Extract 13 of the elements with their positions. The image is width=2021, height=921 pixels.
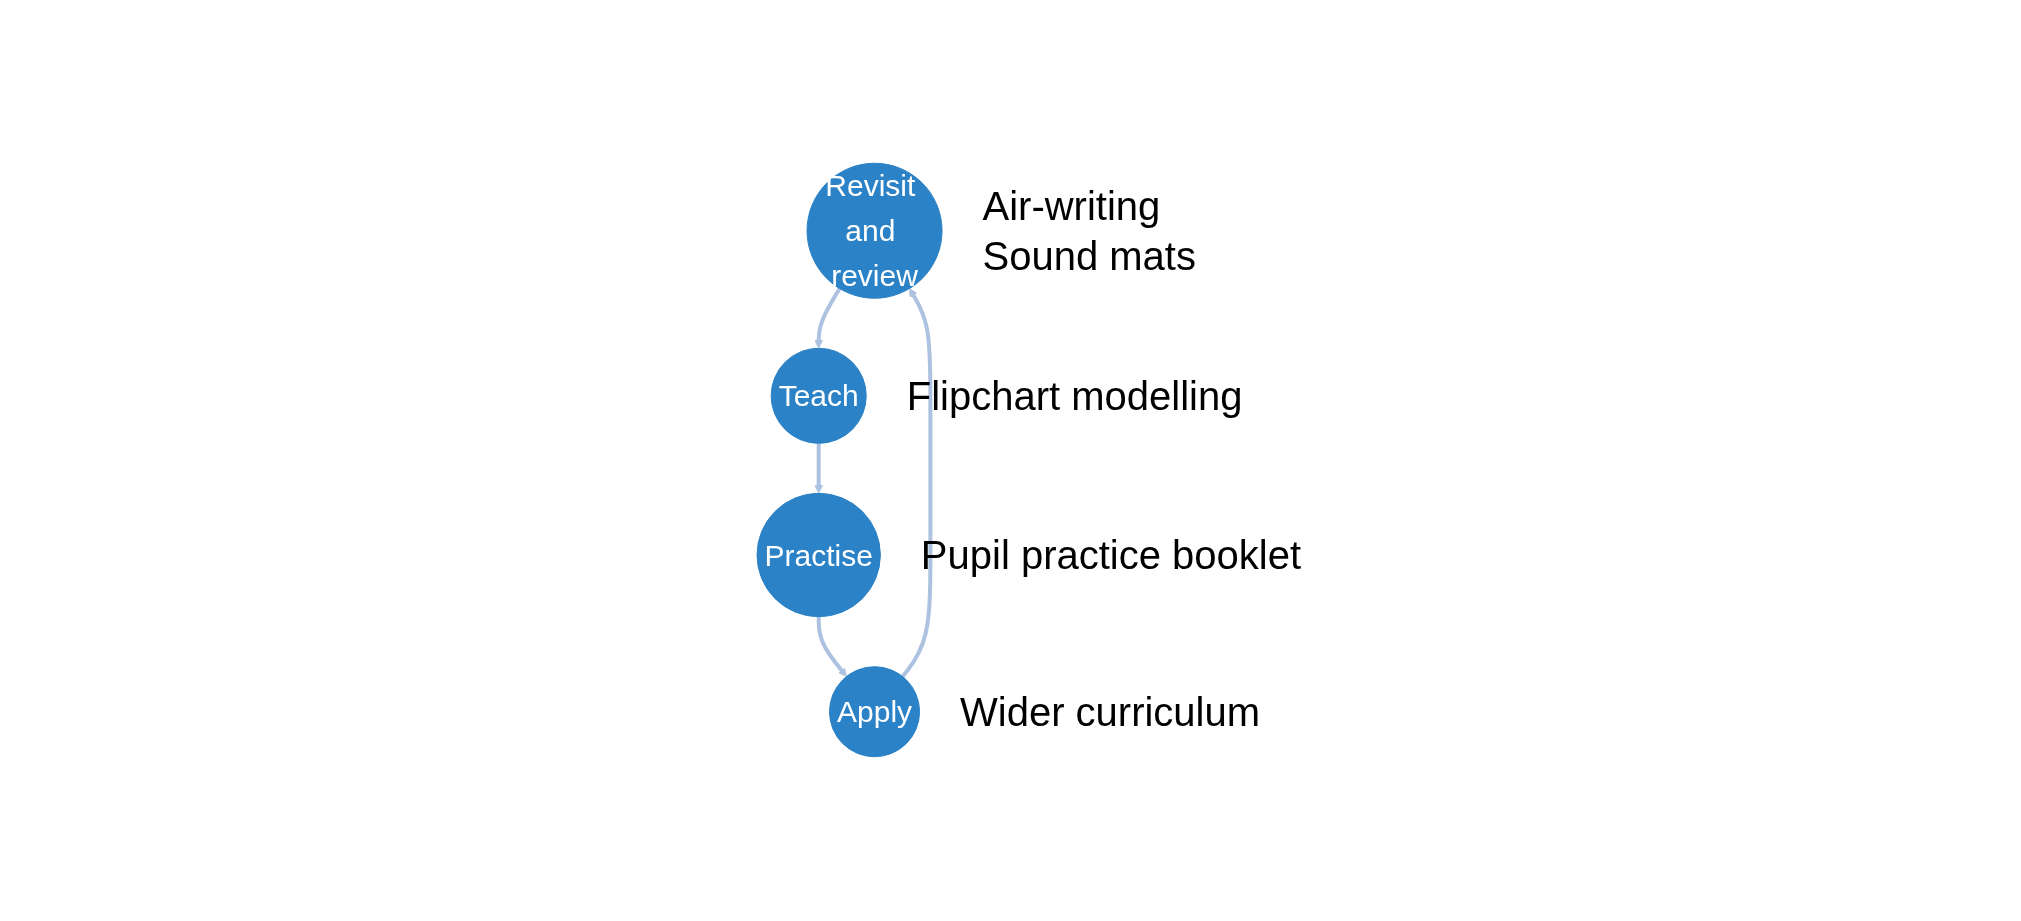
arrow: [817, 616, 848, 677]
note-text: Pupil practice booklet: [920, 532, 1302, 579]
node-circle: Apply: [829, 666, 921, 758]
note-text: Sound mats: [982, 232, 1196, 280]
node-circle: Practise: [757, 492, 882, 618]
note-text: Flipchart modelling: [906, 372, 1243, 420]
arrow: [901, 288, 933, 678]
arrow: [814, 443, 824, 494]
note-text: Air-writing: [982, 182, 1162, 230]
node-circle: Teach: [771, 347, 868, 444]
arrow: [814, 287, 842, 349]
note-text: Wider curriculum: [960, 688, 1261, 736]
node-circle: Revisit and review: [807, 162, 943, 299]
